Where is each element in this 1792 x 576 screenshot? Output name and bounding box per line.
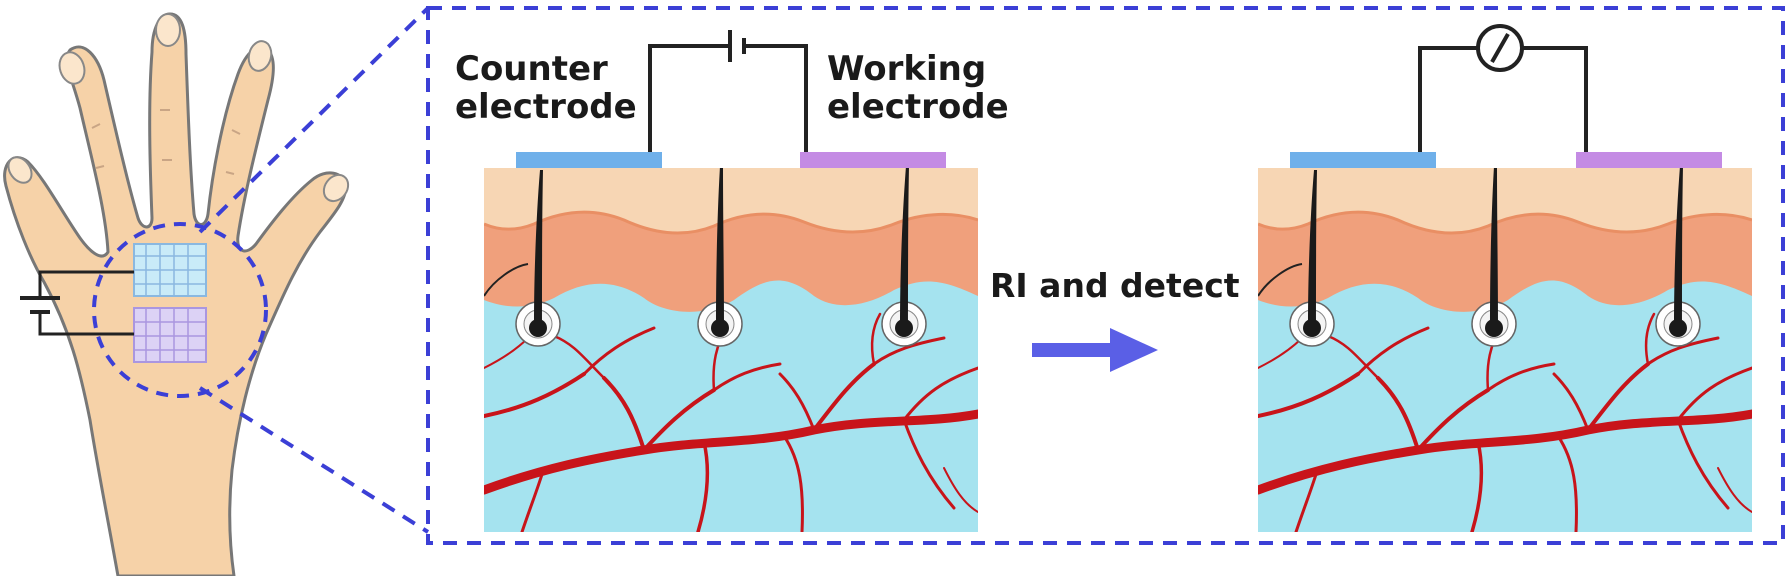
counter-electrode-pad <box>1290 152 1436 168</box>
skin-section-before <box>484 166 978 532</box>
zoom-circle <box>92 222 268 398</box>
working-electrode-pad <box>1576 152 1722 168</box>
patch-electrodes <box>133 243 207 363</box>
meter-circuit <box>1418 46 1588 152</box>
counter-electrode-pad <box>516 152 662 168</box>
counter-electrode-label: Counter electrode <box>455 50 637 126</box>
zoom-lines <box>198 6 430 534</box>
hand-circuit <box>20 270 134 336</box>
process-step-label: RI and detect <box>990 266 1240 305</box>
working-electrode-pad <box>800 152 946 168</box>
counter-electrode-text: Counter electrode <box>455 49 637 128</box>
working-electrode-text: Working electrode <box>827 49 1009 128</box>
working-electrode-label: Working electrode <box>827 50 1009 126</box>
zoom-box <box>426 6 1785 545</box>
dc-circuit <box>648 30 808 152</box>
right-arrow-icon <box>1032 328 1158 372</box>
ammeter-icon <box>1476 24 1524 72</box>
skin-section-after <box>1258 166 1752 532</box>
